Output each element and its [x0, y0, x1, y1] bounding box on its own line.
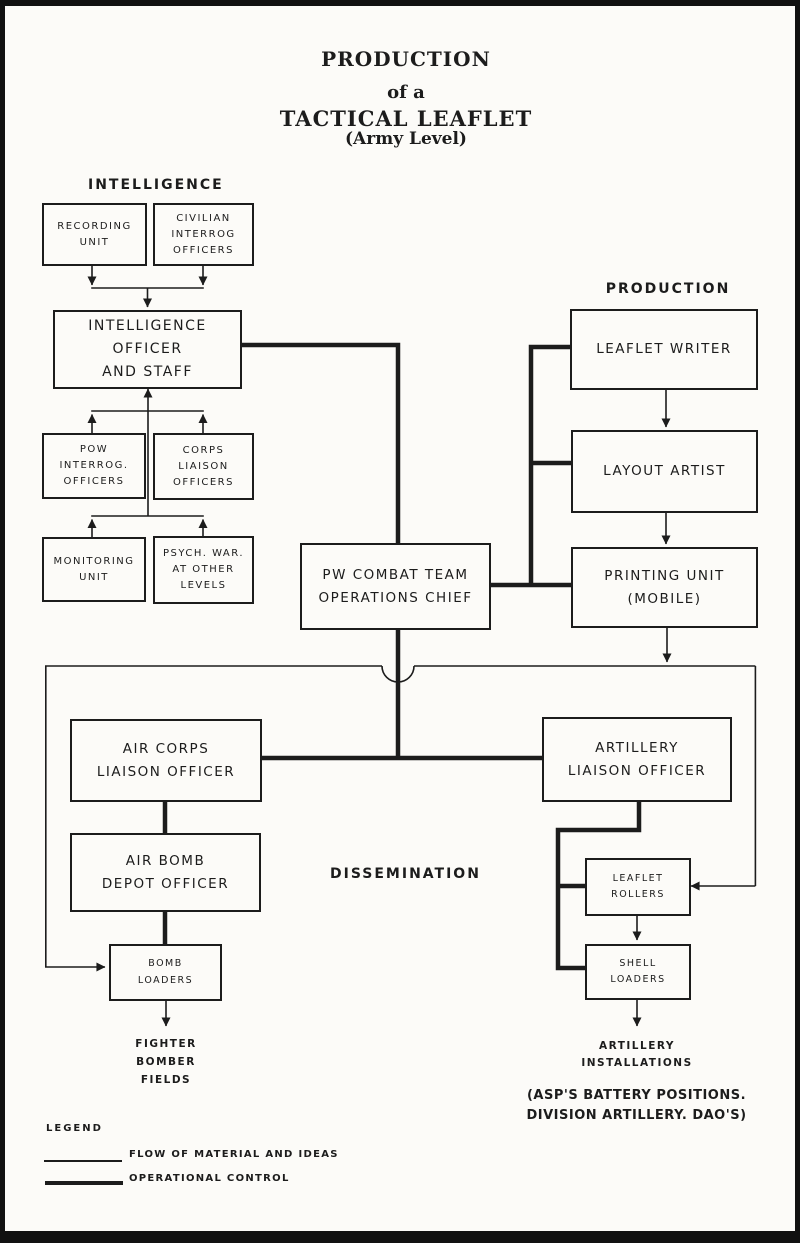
- legend-thick-line-sample: [45, 1181, 123, 1185]
- box-pw-combat-team-operations-chief: PW COMBAT TEAM OPERATIONS CHIEF: [300, 543, 491, 630]
- box-corps-liaison-officers: CORPS LIAISON OFFICERS: [153, 433, 254, 500]
- box-air-corps-liaison-officer: AIR CORPS LIAISON OFFICER: [70, 719, 262, 802]
- terminal-artillery-note: (ASP'S BATTERY POSITIONS. DIVISION ARTIL…: [526, 1088, 747, 1123]
- box-psych-war-at-other-levels: PSYCH. WAR. AT OTHER LEVELS: [153, 536, 254, 604]
- box-recording-unit: RECORDING UNIT: [42, 203, 147, 266]
- box-printing-unit-mobile: PRINTING UNIT (MOBILE): [571, 547, 758, 628]
- legend-item-flow-label: FLOW OF MATERIAL AND IDEAS: [129, 1149, 339, 1160]
- section-label-production: PRODUCTION: [605, 281, 731, 297]
- box-leaflet-rollers: LEAFLET ROLLERS: [585, 858, 691, 916]
- section-label-dissemination: DISSEMINATION: [330, 866, 481, 882]
- box-layout-artist: LAYOUT ARTIST: [571, 430, 758, 513]
- legend-heading: LEGEND: [46, 1123, 103, 1134]
- legend-item-control-label: OPERATIONAL CONTROL: [129, 1173, 290, 1184]
- box-artillery-liaison-officer: ARTILLERY LIAISON OFFICER: [542, 717, 732, 802]
- section-label-intelligence: INTELLIGENCE: [88, 177, 224, 193]
- box-leaflet-writer: LEAFLET WRITER: [570, 309, 758, 390]
- flow-connectors: [45, 262, 757, 1027]
- title-line-4: (Army Level): [345, 129, 467, 149]
- box-bomb-loaders: BOMB LOADERS: [109, 944, 222, 1001]
- title-line-3: TACTICAL LEAFLET: [279, 106, 533, 131]
- box-air-bomb-depot-officer: AIR BOMB DEPOT OFFICER: [70, 833, 261, 912]
- title-line-2: of a: [387, 82, 425, 103]
- box-pow-interrog-officers: POW INTERROG. OFFICERS: [42, 433, 146, 499]
- box-shell-loaders: SHELL LOADERS: [585, 944, 691, 1000]
- terminal-fighter-bomber-fields: FIGHTER BOMBER FIELDS: [135, 1038, 197, 1086]
- box-intelligence-officer-and-staff: INTELLIGENCE OFFICER AND STAFF: [53, 310, 242, 389]
- legend-thin-line-sample: [44, 1160, 122, 1162]
- box-civilian-interrog-officers: CIVILIAN INTERROG OFFICERS: [153, 203, 254, 266]
- box-monitoring-unit: MONITORING UNIT: [42, 537, 146, 602]
- terminal-artillery-installations: ARTILLERY INSTALLATIONS: [581, 1040, 693, 1070]
- title-line-1: PRODUCTION: [321, 47, 491, 71]
- control-connectors: [162, 342, 642, 971]
